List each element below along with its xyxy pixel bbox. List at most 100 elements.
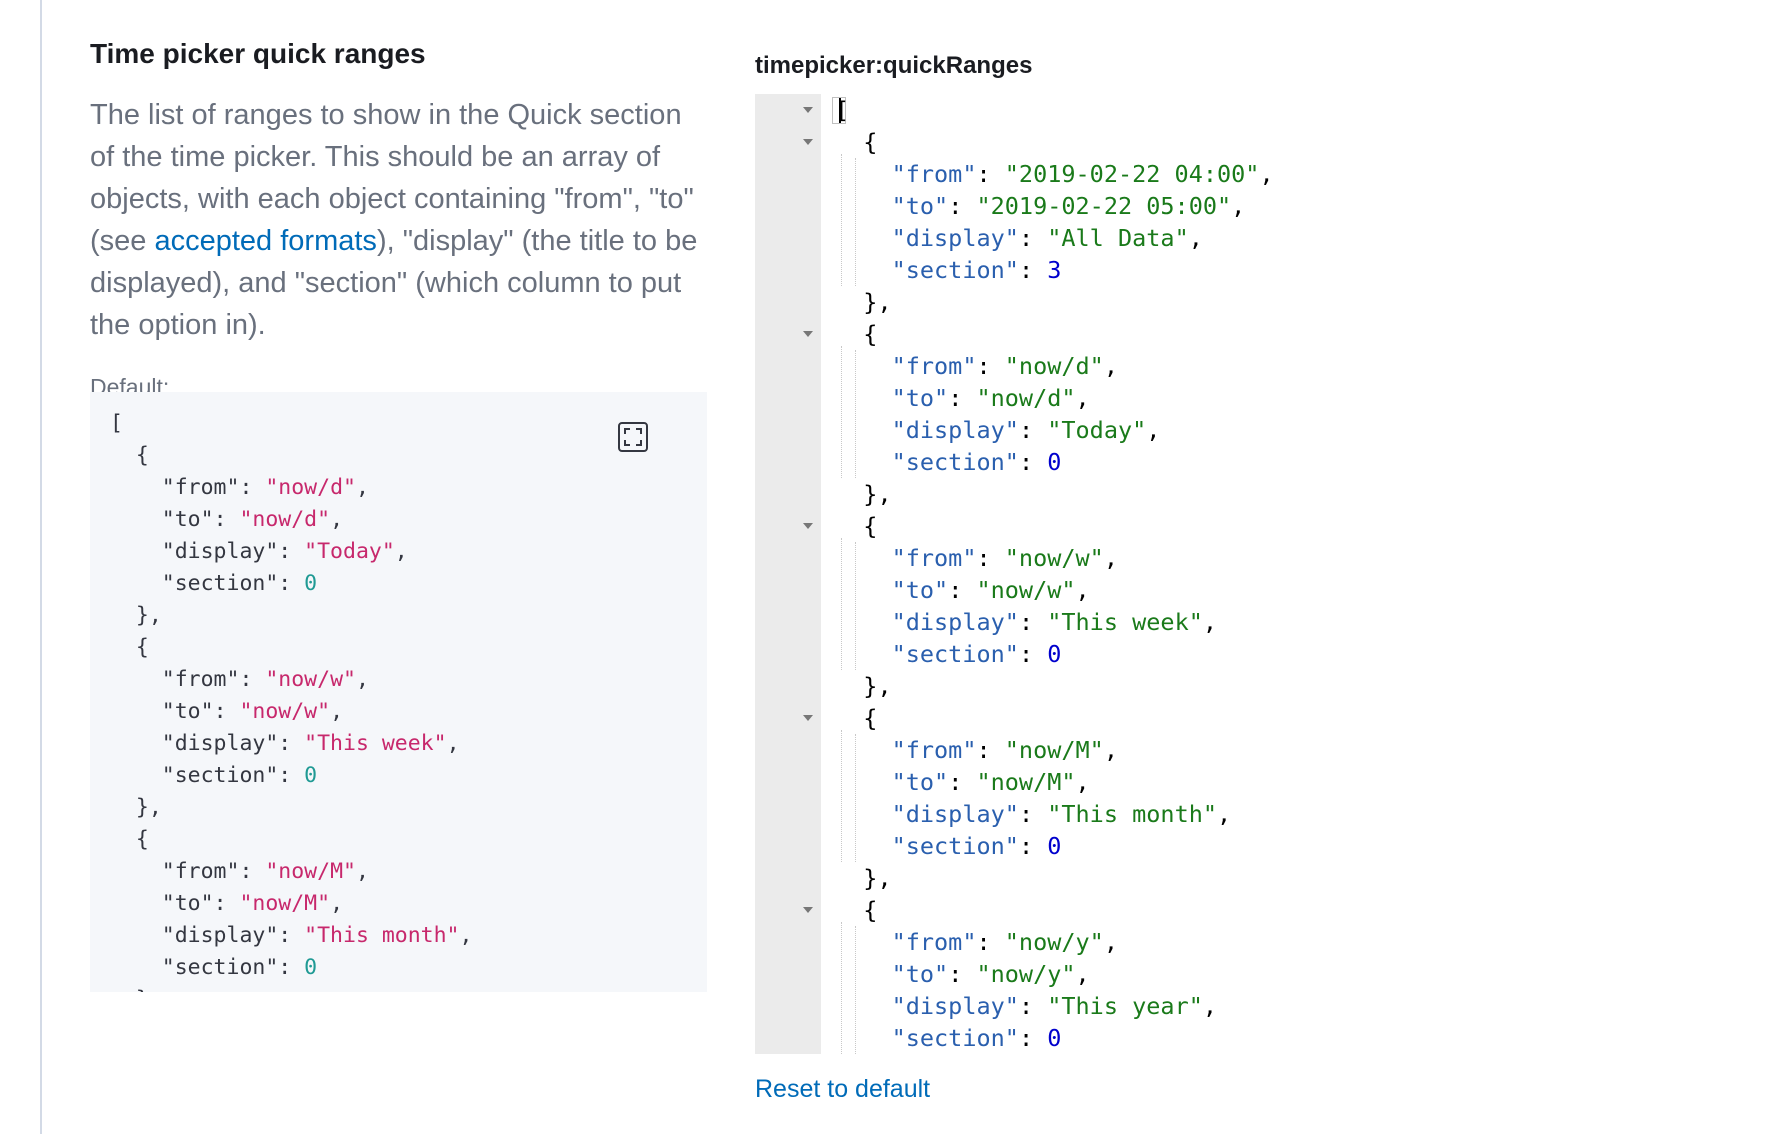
json-string: "now/w"	[239, 699, 331, 724]
json-number: 0	[304, 571, 318, 596]
json-number: 0	[1047, 832, 1062, 860]
bracket-match-highlight	[832, 97, 846, 124]
json-key: "display"	[891, 416, 1019, 444]
fold-arrow-icon[interactable]	[803, 331, 813, 337]
indent-guide	[855, 734, 856, 862]
json-string: "now/w"	[1004, 544, 1104, 572]
json-string: "now/y"	[1004, 928, 1104, 956]
json-key: "to"	[891, 960, 949, 988]
json-key: "display"	[161, 731, 279, 756]
json-key: "display"	[891, 608, 1019, 636]
json-key: "to"	[891, 384, 949, 412]
json-string: "now/d"	[265, 475, 356, 500]
indent-guide	[855, 350, 856, 478]
setting-description-text: The list of ranges to show in the Quick …	[90, 94, 710, 346]
fold-arrow-icon[interactable]	[803, 523, 813, 529]
json-key: "to"	[891, 768, 949, 796]
default-value-code: [ { "from": "now/d", "to": "now/d", "dis…	[110, 411, 473, 992]
json-string: "This month"	[304, 923, 460, 948]
json-string: "This year"	[1047, 992, 1203, 1020]
fullscreen-button[interactable]	[618, 422, 648, 452]
json-key: "display"	[891, 992, 1019, 1020]
json-string: "This week"	[1047, 608, 1203, 636]
json-key: "section"	[891, 1024, 1019, 1052]
fullscreen-icon	[624, 428, 642, 446]
json-key: "to"	[891, 576, 949, 604]
json-key: "display"	[161, 539, 279, 564]
text-cursor	[839, 98, 841, 123]
json-key: "to"	[161, 891, 214, 916]
json-key: "section"	[891, 448, 1019, 476]
description-text-start: The list of ranges to show in the Quick …	[90, 99, 694, 257]
json-key: "display"	[891, 800, 1019, 828]
json-string: "All Data"	[1047, 224, 1189, 252]
fold-arrow-icon[interactable]	[803, 139, 813, 145]
json-key: "display"	[891, 224, 1019, 252]
code-editor[interactable]: [ { "from": "2019-02-22 04:00", "to": "2…	[755, 94, 1475, 1054]
json-string: "now/d"	[1004, 352, 1104, 380]
editor-gutter	[755, 94, 821, 1054]
setting-title: Time picker quick ranges	[90, 38, 426, 69]
json-key: "section"	[891, 832, 1019, 860]
json-key: "from"	[891, 544, 977, 572]
indent-guide	[841, 922, 842, 1054]
field-label: timepicker:quickRanges	[755, 52, 1033, 79]
fold-arrow-icon[interactable]	[803, 907, 813, 913]
editor-code[interactable]: [ { "from": "2019-02-22 04:00", "to": "2…	[835, 96, 1274, 1052]
json-string: "now/M"	[976, 768, 1076, 796]
json-string: "2019-02-22 05:00"	[976, 192, 1232, 220]
json-string: "Today"	[1047, 416, 1147, 444]
indent-guide	[841, 346, 842, 478]
json-string: "2019-02-22 04:00"	[1004, 160, 1260, 188]
json-number: 0	[1047, 448, 1062, 476]
json-number: 0	[304, 763, 318, 788]
accepted-formats-link[interactable]: accepted formats	[154, 225, 377, 257]
indent-guide	[855, 926, 856, 1054]
json-string: "now/M"	[265, 859, 356, 884]
left-border	[40, 0, 42, 1134]
json-string: "This month"	[1047, 800, 1218, 828]
fold-arrow-icon[interactable]	[803, 715, 813, 721]
json-key: "section"	[161, 763, 279, 788]
setting-description: Time picker quick ranges The list of ran…	[90, 36, 710, 402]
indent-guide	[855, 158, 856, 286]
default-value-code-block: [ { "from": "now/d", "to": "now/d", "dis…	[90, 392, 707, 992]
json-string: "Today"	[304, 539, 395, 564]
json-string: "now/d"	[976, 384, 1076, 412]
json-number: 0	[1047, 640, 1062, 668]
json-key: "from"	[161, 859, 240, 884]
json-key: "from"	[891, 160, 977, 188]
json-key: "display"	[161, 923, 279, 948]
json-key: "to"	[161, 507, 214, 532]
json-key: "section"	[161, 955, 279, 980]
json-string: "now/M"	[1004, 736, 1104, 764]
description-text-end: ), "display" (the title to be displayed)…	[90, 225, 698, 341]
json-string: "This week"	[304, 731, 447, 756]
reset-to-default-link[interactable]: Reset to default	[755, 1075, 931, 1103]
json-key: "from"	[891, 352, 977, 380]
json-number: 0	[1047, 1024, 1062, 1052]
json-string: "now/w"	[976, 576, 1076, 604]
indent-guide	[841, 730, 842, 862]
json-key: "from"	[161, 667, 240, 692]
json-key: "section"	[161, 571, 279, 596]
json-key: "section"	[891, 640, 1019, 668]
json-key: "from"	[891, 928, 977, 956]
json-key: "section"	[891, 256, 1019, 284]
json-open-bracket: [	[835, 96, 850, 124]
fold-arrow-icon[interactable]	[803, 107, 813, 113]
indent-guide	[855, 542, 856, 670]
indent-guide	[841, 154, 842, 286]
json-string: "now/M"	[239, 891, 331, 916]
json-key: "from"	[161, 475, 240, 500]
json-string: "now/y"	[976, 960, 1076, 988]
json-key: "to"	[161, 699, 214, 724]
json-number: 3	[1047, 256, 1062, 284]
indent-guide	[841, 538, 842, 670]
json-open-bracket: [	[110, 411, 123, 436]
json-number: 0	[304, 955, 318, 980]
json-string: "now/w"	[265, 667, 356, 692]
json-key: "from"	[891, 736, 977, 764]
json-key: "to"	[891, 192, 949, 220]
